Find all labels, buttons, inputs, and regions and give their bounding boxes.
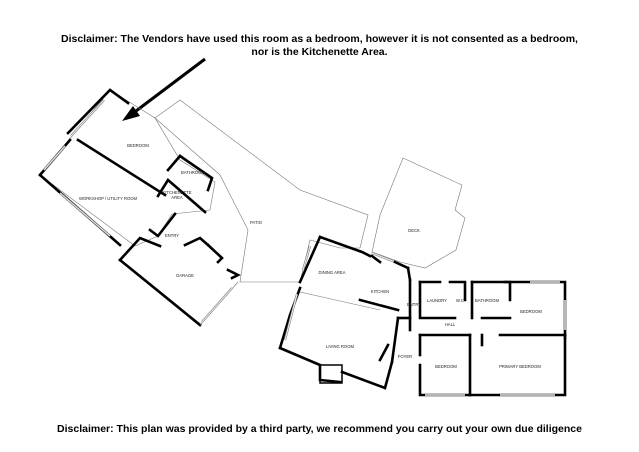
label-dining: DINING AREA: [319, 270, 346, 275]
label-laundry: LAUNDRY: [427, 298, 447, 303]
deck-outline: [371, 157, 466, 269]
main-house: [278, 235, 567, 397]
label-workshop: WORKSHOP / UTILITY ROOM: [79, 196, 138, 201]
label-wc: W.C: [456, 298, 464, 303]
label-hall: HALL: [445, 322, 456, 327]
arrow-pointer-icon: [122, 57, 206, 121]
label-deck: DECK: [408, 228, 420, 233]
label-bathroom: BATHROOM: [475, 298, 499, 303]
disclaimer-top-line2: nor is the Kitchenette Area.: [251, 46, 388, 58]
label-living: LIVING ROOM: [326, 344, 354, 349]
label-bedroom-bottom: BEDROOM: [435, 364, 457, 369]
label-bedroom-annex: BEDROOM: [127, 143, 149, 148]
label-garage: GARAGE: [176, 273, 194, 278]
label-entry: ENTRY: [407, 302, 421, 307]
label-kitchenette-area: AREA: [171, 195, 183, 200]
annex-building: [38, 88, 241, 327]
label-bedroom-right: BEDROOM: [520, 309, 542, 314]
label-kitchenette: KITCHENETTE: [162, 190, 191, 195]
disclaimer-top: Disclaimer: The Vendors have used this r…: [0, 33, 639, 59]
label-patio: PATIO: [250, 220, 263, 225]
disclaimer-bottom: Disclaimer: This plan was provided by a …: [57, 423, 582, 435]
label-entry-annex: ENTRY: [165, 233, 179, 238]
label-foyer: FOYER: [398, 354, 412, 359]
label-bathroom-annex: BATHROOM: [181, 170, 205, 175]
disclaimer-top-line1: Disclaimer: The Vendors have used this r…: [61, 33, 578, 45]
label-primary-bedroom: PRIMARY BEDROOM: [499, 364, 541, 369]
label-kitchen: KITCHEN: [371, 289, 389, 294]
